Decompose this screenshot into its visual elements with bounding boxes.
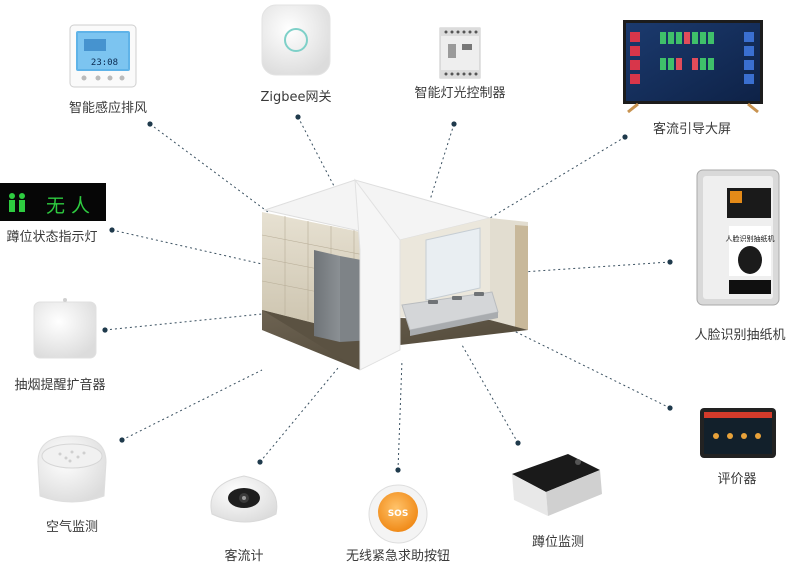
connector-lines [104, 116, 671, 471]
air-monitor-device [37, 435, 107, 503]
label-stall-monitor: 蹲位监测 [532, 535, 584, 550]
label-guide-screen: 客流引导大屏 [653, 121, 731, 137]
stall-monitor-device [512, 454, 602, 516]
connector-dots [102, 114, 673, 473]
light-controller-device [439, 27, 481, 79]
label-smoke-speaker: 抽烟提醒扩音器 [14, 377, 105, 393]
thermostat-screen-text: 23:08 [91, 58, 118, 68]
label-face-dispenser: 人脸识别抽纸机 [694, 328, 785, 343]
label-sos-button: 无线紧急求助按钮 [346, 549, 450, 564]
label-evaluator: 评价器 [717, 472, 756, 487]
label-people-counter: 客流计 [224, 548, 263, 564]
face-dispenser-device: 人脸识别抽纸机 [696, 169, 780, 306]
label-thermostat: 智能感应排风 [69, 100, 147, 116]
smoke-speaker-device [33, 298, 97, 359]
evaluator-device [700, 408, 776, 458]
zigbee-gateway-device [261, 4, 331, 76]
dispenser-screen-text: 人脸识别抽纸机 [726, 234, 775, 243]
label-stall-indicator: 蹲位状态指示灯 [6, 230, 97, 245]
guide-screen-device [623, 20, 763, 114]
restroom-3d-model [261, 178, 528, 371]
label-air-monitor: 空气监测 [46, 519, 98, 535]
thermostat-device: 23:08 [69, 24, 137, 88]
stall-indicator-text: 无 人 [46, 195, 90, 217]
stall-indicator-device: 无 人 [0, 183, 106, 221]
people-counter-device [210, 475, 278, 523]
label-light-controller: 智能灯光控制器 [414, 86, 505, 101]
sos-button-device: SOS [368, 484, 428, 544]
sos-button-text: SOS [388, 509, 409, 519]
label-zigbee: Zigbee网关 [260, 90, 331, 105]
